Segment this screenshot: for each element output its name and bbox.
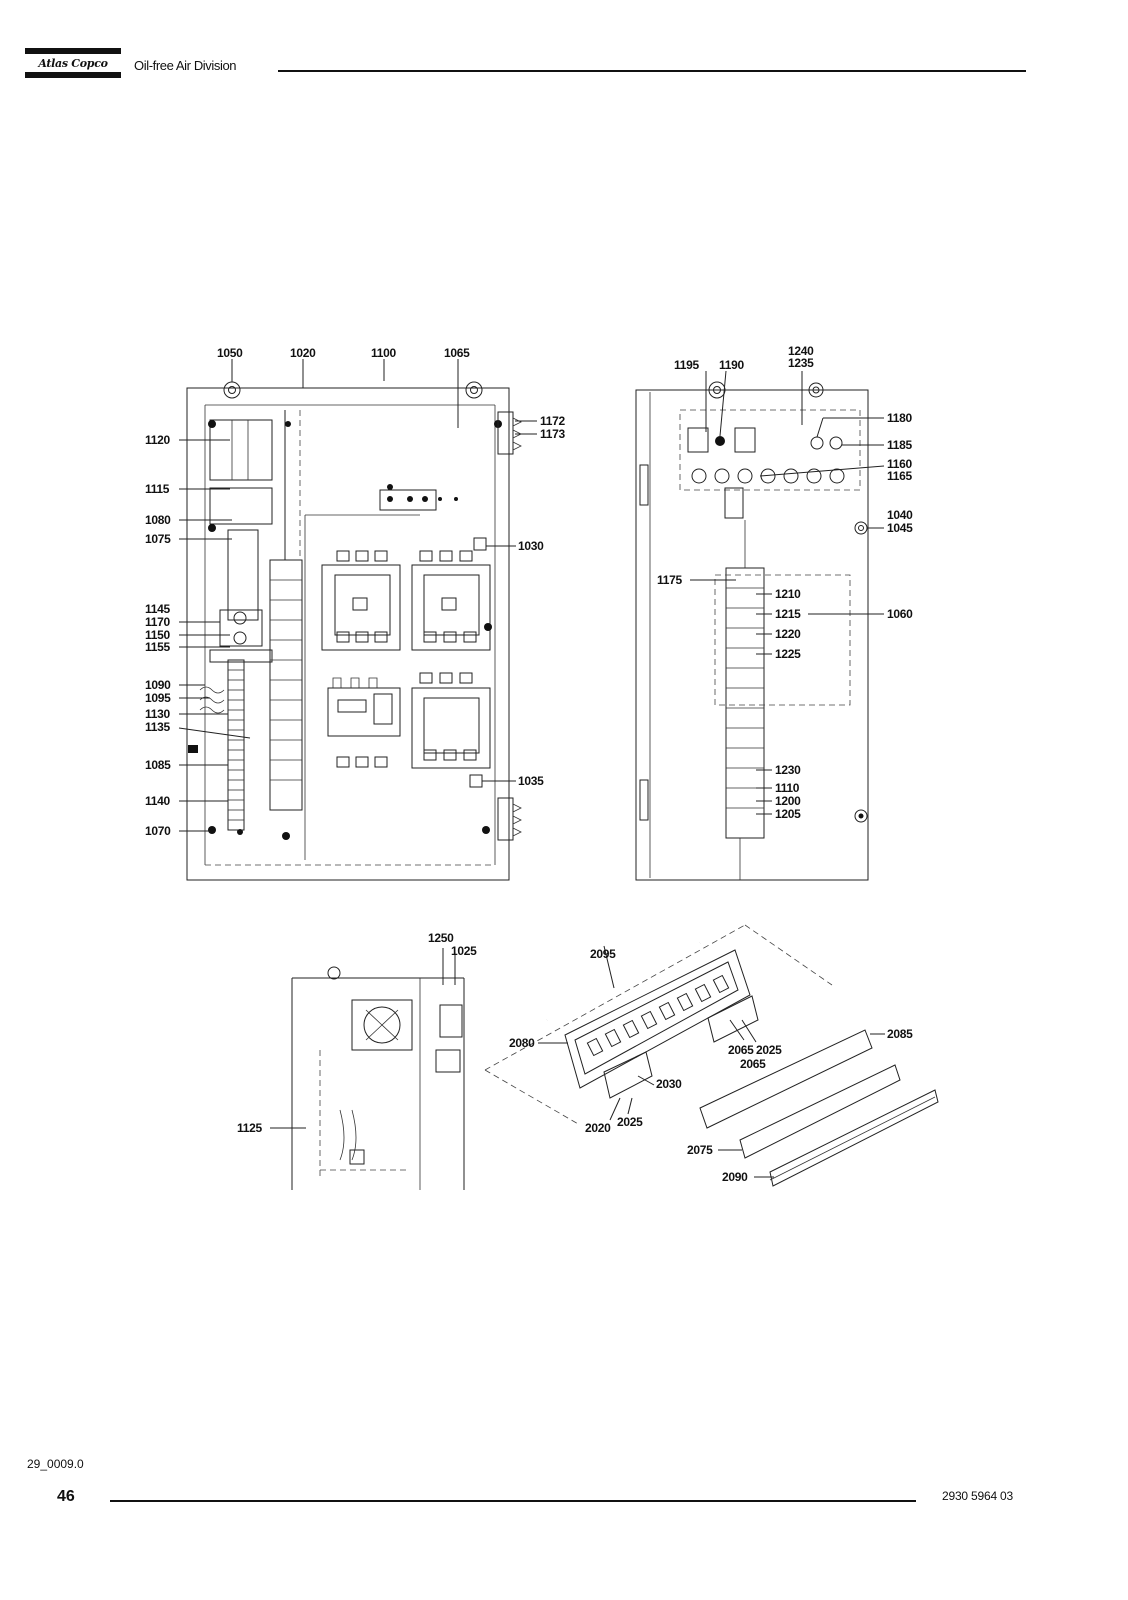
label-1070: 1070: [145, 824, 171, 838]
label-1040: 1040: [887, 508, 913, 522]
label-1215: 1215: [775, 607, 801, 621]
label-1115: 1115: [145, 482, 170, 496]
label-1120: 1120: [145, 433, 170, 447]
label-2065-a: 2065: [728, 1043, 754, 1057]
page-number: 46: [57, 1488, 75, 1505]
label-1035: 1035: [518, 774, 544, 788]
label-2030: 2030: [656, 1077, 682, 1091]
label-2025-a: 2025: [756, 1043, 782, 1057]
label-1220: 1220: [775, 627, 801, 641]
label-2065-b: 2065: [740, 1057, 766, 1071]
division-name: Oil-free Air Division: [134, 58, 237, 73]
logo-text: Atlas Copco: [38, 57, 108, 70]
label-1205: 1205: [775, 807, 801, 821]
figure-code: 29_0009.0: [27, 1457, 84, 1471]
label-2095: 2095: [590, 947, 616, 961]
header-rule: [278, 70, 1026, 72]
cabinet-door-view: [635, 381, 869, 881]
label-1020: 1020: [290, 346, 316, 360]
label-1095: 1095: [145, 691, 171, 705]
label-2020: 2020: [585, 1121, 611, 1135]
label-1180: 1180: [887, 411, 912, 425]
leader-lines-left-cabinet: [178, 359, 537, 832]
label-1075: 1075: [145, 532, 171, 546]
label-1085: 1085: [145, 758, 171, 772]
leader-lines-door: [690, 370, 885, 815]
label-1125: 1125: [237, 1121, 262, 1135]
label-1165: 1165: [887, 469, 912, 483]
part-number-labels: 1050 1020 1100 1065 1172 1173 1120 1115 …: [145, 344, 913, 1184]
label-1135: 1135: [145, 720, 170, 734]
exploded-control-panel: [484, 924, 939, 1187]
cabinet-interior-view: [186, 381, 522, 881]
label-1240: 1240: [788, 344, 814, 358]
label-1150: 1150: [145, 628, 170, 642]
label-1210: 1210: [775, 587, 801, 601]
label-1050: 1050: [217, 346, 243, 360]
label-1250: 1250: [428, 931, 454, 945]
label-1190: 1190: [719, 358, 744, 372]
label-1090: 1090: [145, 678, 171, 692]
label-1175: 1175: [657, 573, 682, 587]
logo-bar-top: [25, 48, 121, 54]
label-2075: 2075: [687, 1143, 713, 1157]
label-1110: 1110: [775, 781, 800, 795]
atlas-copco-logo: Atlas Copco: [25, 48, 121, 84]
cabinet-side-view: [270, 948, 465, 1190]
logo-bar-bottom: [25, 72, 121, 78]
label-1145: 1145: [145, 602, 170, 616]
label-1185: 1185: [887, 438, 912, 452]
label-1065: 1065: [444, 346, 470, 360]
label-1060: 1060: [887, 607, 913, 621]
label-1225: 1225: [775, 647, 801, 661]
label-2080: 2080: [509, 1036, 535, 1050]
label-2085: 2085: [887, 1027, 913, 1041]
document-number: 2930 5964 03: [942, 1489, 1014, 1503]
label-1230: 1230: [775, 763, 801, 777]
label-1170: 1170: [145, 615, 170, 629]
label-1155: 1155: [145, 640, 170, 654]
label-1160: 1160: [887, 457, 912, 471]
label-1173: 1173: [540, 427, 565, 441]
label-1200: 1200: [775, 794, 801, 808]
label-1235: 1235: [788, 356, 814, 370]
label-1130: 1130: [145, 707, 170, 721]
label-1045: 1045: [887, 521, 913, 535]
label-1172: 1172: [540, 414, 565, 428]
label-1195: 1195: [674, 358, 699, 372]
label-2090: 2090: [722, 1170, 748, 1184]
leader-lines-exploded: [538, 945, 885, 1178]
label-1025: 1025: [451, 944, 477, 958]
label-1140: 1140: [145, 794, 170, 808]
label-1100: 1100: [371, 346, 396, 360]
label-1080: 1080: [145, 513, 171, 527]
label-1030: 1030: [518, 539, 544, 553]
label-2025-b: 2025: [617, 1115, 643, 1129]
footer-rule: [110, 1500, 916, 1502]
